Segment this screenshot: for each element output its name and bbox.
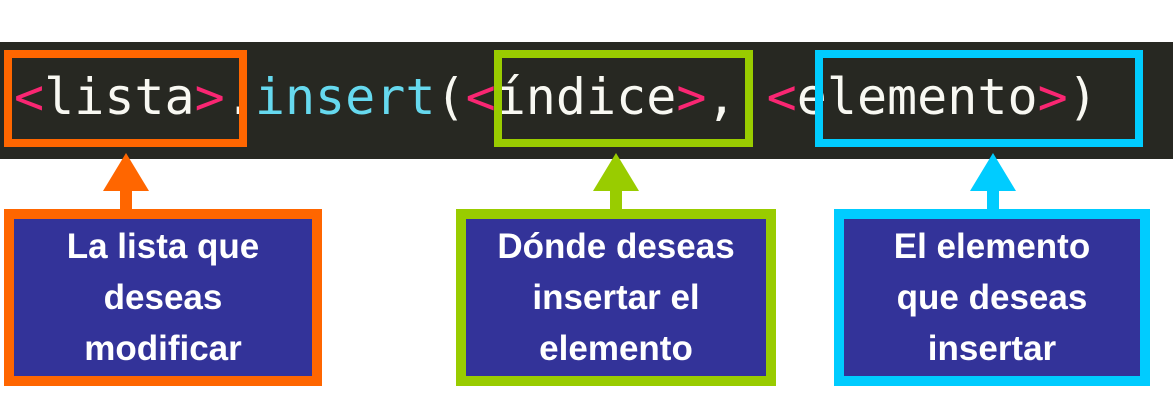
elemento-open-bracket: <	[766, 68, 797, 126]
indice-callout-line: elemento	[539, 329, 693, 368]
elemento-callout-line: que deseas	[896, 278, 1088, 317]
elemento-callout-line: El elemento	[893, 227, 1091, 266]
elemento-token: elemento	[796, 68, 1038, 126]
code-line: <lista>.insert(<índice>, <elemento>)	[14, 47, 1098, 147]
lista-callout-line: La lista que	[66, 227, 260, 266]
lista-callout-line: deseas	[103, 278, 223, 317]
indice-token: índice	[495, 68, 677, 126]
elemento-highlight-box	[815, 50, 1143, 147]
close-paren-token: )	[1067, 68, 1098, 126]
lista-close-bracket: >	[194, 68, 225, 126]
lista-token: lista	[44, 68, 195, 126]
lista-callout: La lista que deseas modificar	[4, 209, 322, 386]
lista-callout-line: modificar	[84, 329, 242, 368]
indice-callout: Dónde deseas insertar el elemento	[456, 209, 776, 386]
indice-open-bracket: <	[465, 68, 496, 126]
open-paren-token: (	[435, 68, 466, 126]
elemento-close-bracket: >	[1037, 68, 1068, 126]
lista-highlight-box	[4, 50, 247, 147]
lista-open-bracket: <	[14, 68, 45, 126]
elemento-callout-line: insertar	[927, 329, 1057, 368]
insert-method-token: insert	[254, 68, 436, 126]
indice-close-bracket: >	[676, 68, 707, 126]
elemento-callout: El elemento que deseas insertar	[834, 209, 1150, 386]
indice-callout-line: insertar el	[532, 278, 700, 317]
indice-callout-line: Dónde deseas	[497, 227, 735, 266]
indice-highlight-box	[494, 50, 753, 147]
comma-token: ,	[706, 68, 767, 126]
